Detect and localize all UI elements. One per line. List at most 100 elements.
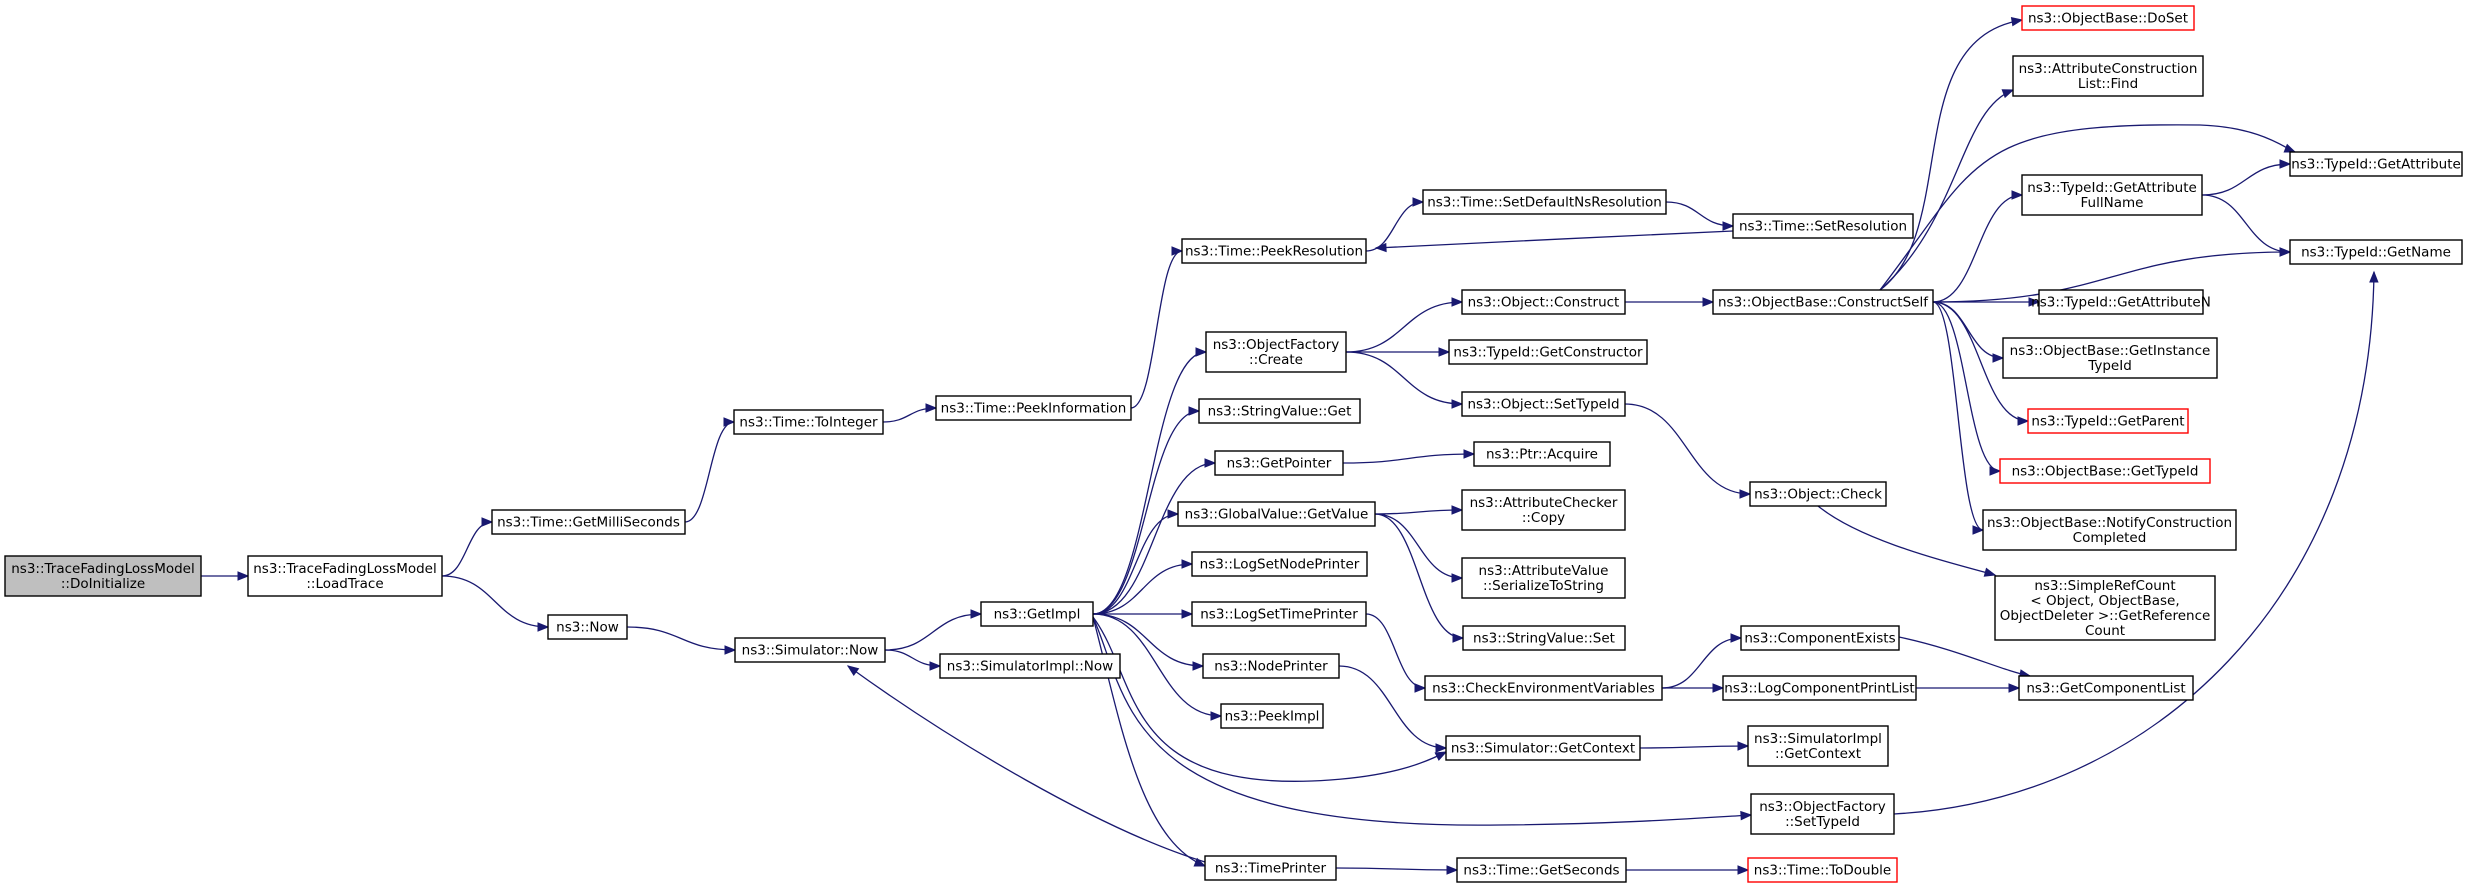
function-node[interactable]: ns3::TraceFadingLossModel::DoInitialize — [4, 555, 202, 597]
function-node[interactable]: ns3::ObjectFactory::SetTypeId — [1750, 793, 1895, 835]
function-node-label: ns3::ObjectBase::DoSet — [2028, 11, 2188, 27]
function-node[interactable]: ns3::CheckEnvironmentVariables — [1424, 675, 1663, 701]
call-edge-n7-n29 — [1092, 616, 1448, 782]
function-node[interactable]: ns3::LogSetNodePrinter — [1191, 551, 1368, 577]
function-node-box — [1749, 481, 1887, 507]
function-node[interactable]: ns3::SimulatorImpl::GetContext — [1747, 725, 1889, 767]
function-node[interactable]: ns3::ObjectBase::GetTypeId — [1999, 458, 2211, 484]
function-node[interactable]: ns3::Object::Construct — [1461, 289, 1626, 315]
call-edge-line — [1092, 351, 1207, 615]
function-node[interactable]: ns3::Now — [547, 614, 628, 640]
arrowhead — [1989, 466, 2002, 476]
function-node[interactable]: ns3::TraceFadingLossModel::LoadTrace — [247, 555, 443, 597]
function-node[interactable]: ns3::ObjectBase::ConstructSelf — [1712, 289, 1934, 315]
function-node[interactable]: ns3::Time::ToDouble — [1747, 857, 1898, 883]
function-node-box — [1461, 557, 1626, 599]
call-edge-n29-n35 — [1639, 741, 1750, 751]
call-edge-line — [1374, 513, 1463, 579]
arrowhead — [2017, 416, 2030, 426]
function-node[interactable]: ns3::Simulator::Now — [734, 637, 886, 663]
function-node[interactable]: ns3::TypeId::GetConstructor — [1448, 339, 1648, 365]
arrowhead — [1374, 242, 1387, 253]
function-node[interactable]: ns3::StringValue::Get — [1198, 398, 1361, 424]
arrowhead — [1739, 489, 1752, 499]
function-node-label: ns3::Time::GetMilliSeconds — [497, 515, 680, 531]
call-edge-n7-n12 — [1092, 458, 1217, 615]
call-edge-n13-n26 — [1374, 513, 1464, 583]
function-node[interactable]: ns3::Object::SetTypeId — [1461, 391, 1626, 417]
function-node-label: ::Copy — [1522, 510, 1565, 526]
arrowhead — [1193, 857, 1207, 867]
function-node[interactable]: ns3::GetPointer — [1214, 450, 1344, 476]
function-node[interactable]: ns3::Time::ToInteger — [733, 409, 884, 435]
function-node[interactable]: ns3::TypeId::GetAttribute — [2289, 151, 2463, 177]
function-node[interactable]: ns3::Time::PeekInformation — [935, 395, 1132, 421]
function-node[interactable]: ns3::GetImpl — [980, 601, 1094, 627]
call-edge-line — [1932, 251, 2291, 303]
call-edge-line — [441, 575, 549, 628]
function-node[interactable]: ns3::AttributeValue::SerializeToString — [1461, 557, 1626, 599]
function-node-label: ns3::Object::Check — [1754, 487, 1882, 503]
function-node[interactable]: ns3::TypeId::GetAttributeN — [2031, 289, 2211, 315]
function-node[interactable]: ns3::GlobalValue::GetValue — [1177, 501, 1376, 527]
function-node-label: ns3::Time::GetSeconds — [1463, 863, 1619, 879]
function-node-box — [1473, 441, 1611, 467]
function-node[interactable]: ns3::ObjectBase::DoSet — [2021, 5, 2195, 31]
arrowhead — [1195, 347, 1208, 357]
function-node[interactable]: ns3::TypeId::GetParent — [2027, 408, 2189, 434]
function-node[interactable]: ns3::GetComponentList — [2018, 675, 2194, 701]
arrowhead — [237, 571, 250, 581]
function-node[interactable]: ns3::Simulator::GetContext — [1445, 735, 1641, 761]
function-node[interactable]: ns3::Ptr::Acquire — [1473, 441, 1611, 467]
function-node[interactable]: ns3::ObjectBase::NotifyConstructionCompl… — [1982, 509, 2237, 551]
function-node-box — [1994, 575, 2216, 641]
function-node[interactable]: ns3::StringValue::Set — [1462, 625, 1626, 651]
function-node[interactable]: ns3::Time::GetSeconds — [1456, 857, 1627, 883]
call-edge-n3-n6 — [626, 626, 737, 655]
function-node[interactable]: ns3::Time::PeekResolution — [1181, 238, 1367, 264]
function-node-label: ns3::Time::PeekInformation — [941, 401, 1127, 417]
call-edge-line — [2201, 163, 2291, 196]
function-node[interactable]: ns3::TypeId::GetName — [2289, 239, 2463, 265]
call-edge-n31-n39 — [1879, 89, 2015, 291]
function-node[interactable]: ns3::Time::SetDefaultNsResolution — [1422, 189, 1667, 215]
function-node[interactable]: ns3::ComponentExists — [1740, 625, 1900, 651]
arrowhead — [1992, 353, 2005, 363]
function-node[interactable]: ns3::ObjectFactory::Create — [1205, 331, 1347, 373]
function-node-box — [1424, 675, 1663, 701]
function-node[interactable]: ns3::Object::Check — [1749, 481, 1887, 507]
function-node[interactable]: ns3::LogComponentPrintList — [1722, 675, 1917, 701]
arrowhead — [1451, 505, 1464, 515]
call-edge-n6-n7 — [884, 609, 983, 651]
function-node[interactable]: ns3::NodePrinter — [1202, 653, 1340, 679]
function-node-box — [1204, 855, 1337, 881]
function-node[interactable]: ns3::SimulatorImpl::Now — [939, 653, 1121, 679]
function-node-label: ns3::AttributeChecker — [1470, 495, 1618, 511]
arrowhead — [1188, 406, 1201, 416]
arrowhead — [1702, 297, 1715, 307]
call-edge-n31-n48 — [1879, 124, 2297, 291]
function-node[interactable]: ns3::SimpleRefCount< Object, ObjectBase,… — [1994, 575, 2216, 641]
call-edge-n40-n49 — [2201, 194, 2292, 257]
function-node-label: ns3::Time::ToInteger — [739, 415, 878, 431]
function-node-box — [2002, 337, 2218, 379]
function-node[interactable]: ns3::PeekImpl — [1220, 703, 1324, 729]
arrowhead — [1740, 810, 1753, 821]
arrowhead — [846, 665, 860, 677]
call-edge-n31-n44 — [1932, 301, 2002, 476]
function-node[interactable]: ns3::Time::GetMilliSeconds — [491, 509, 686, 535]
arrowhead — [1451, 399, 1464, 409]
function-node[interactable]: ns3::Time::SetResolution — [1732, 213, 1914, 239]
function-node[interactable]: ns3::LogSetTimePrinter — [1191, 601, 1367, 627]
call-edge-n7-n36 — [1092, 616, 1753, 826]
function-node-label: ns3::TypeId::GetConstructor — [1453, 345, 1643, 361]
function-node-box — [1722, 675, 1917, 701]
function-node[interactable]: ns3::TimePrinter — [1204, 855, 1337, 881]
function-node[interactable]: ns3::AttributeChecker::Copy — [1461, 489, 1626, 531]
arrowhead — [1712, 683, 1725, 693]
function-node-label: ns3::SimulatorImpl — [1754, 731, 1882, 747]
